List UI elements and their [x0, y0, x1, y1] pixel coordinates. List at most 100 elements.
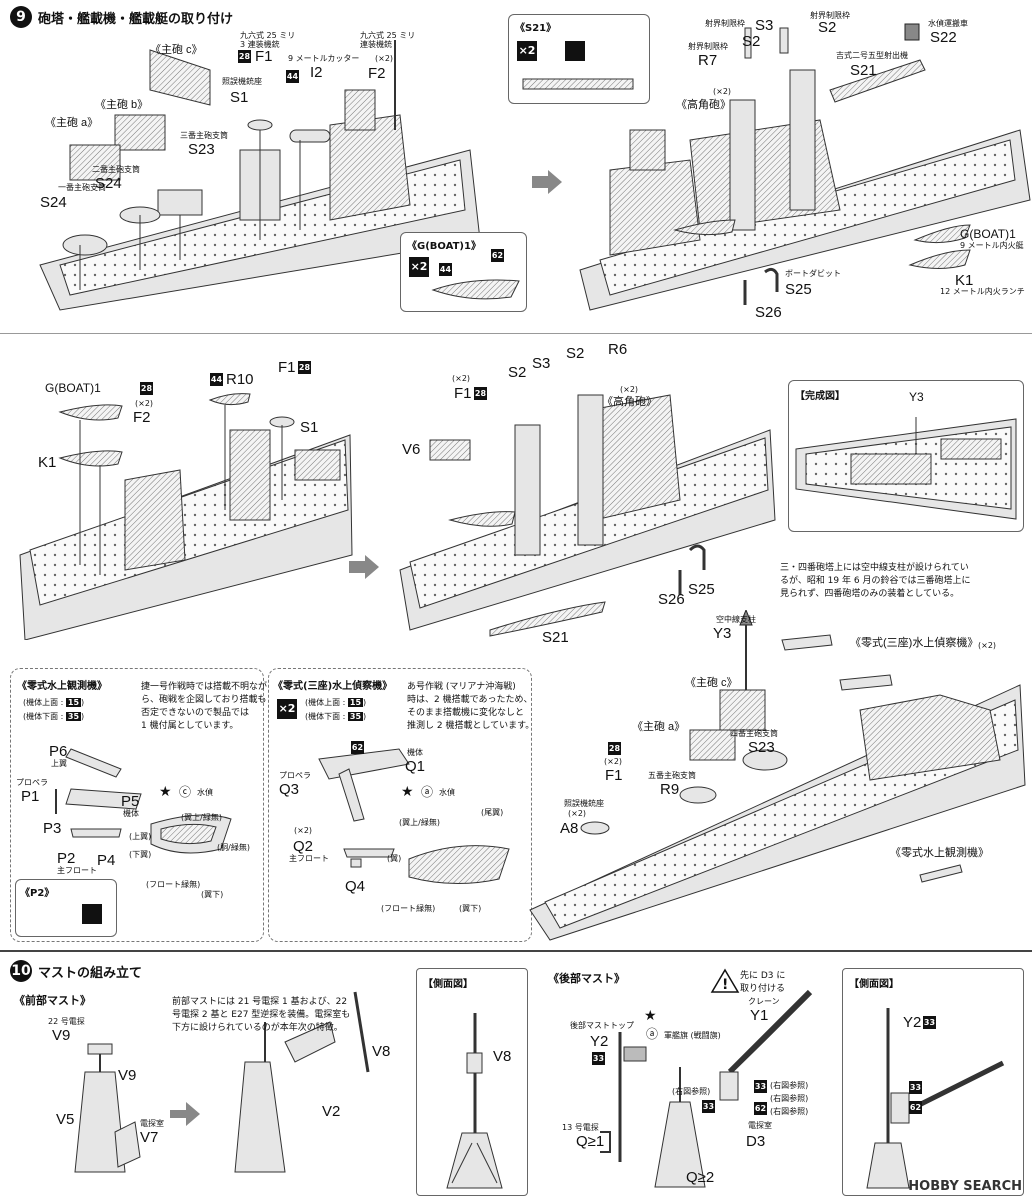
step-10-title: マストの組み立て	[38, 965, 143, 981]
part-V7: V7	[140, 1129, 159, 1146]
panel-front-mast: 《前部マスト》 22 号電探 V9 V9 V5 電探室 V7 前部マストには 2…	[0, 982, 410, 1197]
part-Y2: Y2	[590, 1033, 609, 1050]
part-Y3: Y3	[713, 625, 732, 642]
part-S24-b: S24	[95, 175, 122, 192]
note-upper-wing: (上翼)	[129, 832, 152, 841]
zero3-row1-text: (機体上面 :	[305, 698, 348, 707]
part-Y3-complete: Y3	[909, 390, 924, 404]
zero3-row2-badge: 35	[347, 712, 364, 721]
color-badge-44: 44	[286, 70, 299, 83]
ref-3: (右図参照)	[770, 1081, 809, 1090]
note-d3: 電探室	[748, 1121, 772, 1130]
label-gboat-1: G(BOAT)1	[960, 227, 1016, 241]
svg-text:!: !	[722, 977, 728, 993]
watermark: HOBBY SEARCH	[908, 1179, 1022, 1194]
x2-f1-e: (×2)	[604, 757, 623, 766]
part-S2-d1: S2	[508, 364, 527, 381]
note-p1: プロペラ	[16, 778, 48, 787]
part-S2-a: S2	[742, 33, 761, 50]
color-badge-28-c: 28	[140, 382, 153, 395]
note-shaji-1: 射界制限枠	[705, 19, 745, 28]
panel-boats-install: G(BOAT)1 28 44 R10 F1 28 (×2) F2 S1 K1	[0, 340, 360, 640]
part-Q1: Q1	[405, 758, 426, 775]
note-s24b: 二番主砲支筒	[92, 165, 140, 174]
note-antenna-mast: 三・四番砲塔上には空中線支柱が設けられてい るが、昭和 19 年 6 月の鈴谷で…	[780, 563, 971, 600]
part-D3: D3	[746, 1133, 766, 1150]
s21-inset-box: 《S21》 ×2	[508, 14, 650, 104]
front-mast-title: 《前部マスト》	[14, 994, 91, 1007]
note-y3: 空中線支柱	[716, 615, 756, 624]
part-V5: V5	[56, 1111, 75, 1128]
note-v7: 電探室	[140, 1119, 164, 1128]
label-main-turret-c-e: 《主砲 c》	[685, 677, 738, 689]
zero-obs-row1-text: (機体上面 :	[23, 698, 66, 707]
panel-aa-install: 《S21》 ×2 射界制限枠 S3 S2	[500, 10, 1032, 330]
flow-arrow-2	[349, 555, 379, 579]
decal-c-icon: ⓒ	[179, 785, 192, 799]
part-R7: R7	[698, 52, 718, 69]
note-flag: 軍艦旗 (戦闘旗)	[664, 1031, 721, 1040]
zero-obs-row2-badge: 35	[65, 712, 82, 721]
note-shaji-2: 射界制限枠	[810, 11, 850, 20]
step-9-section: 9 砲塔・艦載機・艦載艇の取り付け 《主砲 c》 《主砲	[0, 6, 1032, 952]
part-F1-c: F1	[278, 359, 296, 376]
label-gboat-2: G(BOAT)1	[45, 381, 101, 395]
zero3-x2-badge: ×2	[277, 699, 297, 719]
note-s25: ボートダビット	[785, 269, 841, 278]
label-main-turret-a: 《主砲 a》	[45, 117, 99, 129]
color-badge-44-c: 44	[210, 373, 223, 386]
panel-rear-mast: 《後部マスト》 ! 先に D3 に 取り付ける クレーン Y1 後部マストトップ…	[540, 962, 835, 1197]
step-10-header: 10 マストの組み立て	[10, 960, 142, 982]
rear-mast-drawing: !	[600, 968, 816, 1188]
star-icon: ★	[401, 783, 414, 799]
side-view-2-title: 【側面図】	[849, 979, 899, 990]
zero-obs-title: 《零式水上観測機》	[17, 681, 107, 692]
note-f2: 九六式 25 ミリ 連装機銃	[360, 31, 416, 49]
note-q2: 主フロート	[289, 854, 329, 863]
part-V8-side: V8	[493, 1048, 512, 1065]
rear-warn-note: 先に D3 に 取り付ける	[740, 971, 786, 995]
p2-inset-title: 《P2》	[20, 888, 55, 899]
note-p2: 主フロート	[57, 866, 97, 875]
complete-view-title: 【完成図】	[795, 391, 845, 402]
ship-bow-drawing	[39, 40, 481, 311]
part-P5: P5	[121, 793, 140, 810]
label-aa-gun: 《高角砲》	[676, 99, 731, 111]
note-v9: 22 号電探	[48, 1017, 85, 1026]
ref-1: (右図参照)	[672, 1087, 711, 1096]
part-S24-a: S24	[40, 194, 67, 211]
part-I2: I2	[310, 64, 323, 81]
front-mast-drawing	[74, 991, 370, 1173]
part-S23-e: S23	[748, 739, 775, 756]
part-S1: S1	[230, 89, 249, 106]
complete-view-box: 【完成図】 Y3	[788, 380, 1024, 532]
front-mast-desc: 前部マストには 21 号電探 1 基および、22 号電探 2 基と E27 型逆…	[172, 997, 351, 1034]
part-S3: S3	[755, 17, 774, 34]
note-cowl: (胴/緑無)	[217, 843, 250, 852]
note-suitei-obs: 水偵	[197, 788, 213, 797]
note-s23: 三番主砲支筒	[180, 131, 228, 140]
side-view-1-drawing	[446, 1013, 503, 1189]
zero-obs-row2: (機体下面 : 35)	[23, 712, 85, 721]
step-10-number: 10	[10, 960, 32, 982]
part-K1: K1	[955, 272, 974, 289]
color-badge-33-side2: 33	[909, 1081, 922, 1094]
part-S3-d: S3	[532, 355, 551, 372]
part-V9: V9	[52, 1027, 71, 1044]
part-F1: F1	[255, 48, 273, 65]
ship-midship-drawing	[579, 23, 1031, 311]
zero3-row2: (機体下面 : 35)	[305, 712, 367, 721]
catapult-drawing	[522, 78, 634, 90]
part-S23: S23	[188, 141, 215, 158]
flag-icon	[565, 41, 585, 61]
part-R10: R10	[226, 371, 254, 388]
part-A8: A8	[560, 820, 579, 837]
ship-aft-detail-drawing	[399, 394, 776, 637]
part-S1-c: S1	[300, 419, 319, 436]
part-S22: S22	[930, 29, 957, 46]
part-Q2: Q2	[293, 838, 314, 855]
ref-2: (右図参照)	[770, 1094, 809, 1103]
note-s23-e: 四番主砲支筒	[730, 729, 778, 738]
boat-drawing	[431, 279, 520, 300]
note-q1: 機体	[407, 748, 423, 757]
